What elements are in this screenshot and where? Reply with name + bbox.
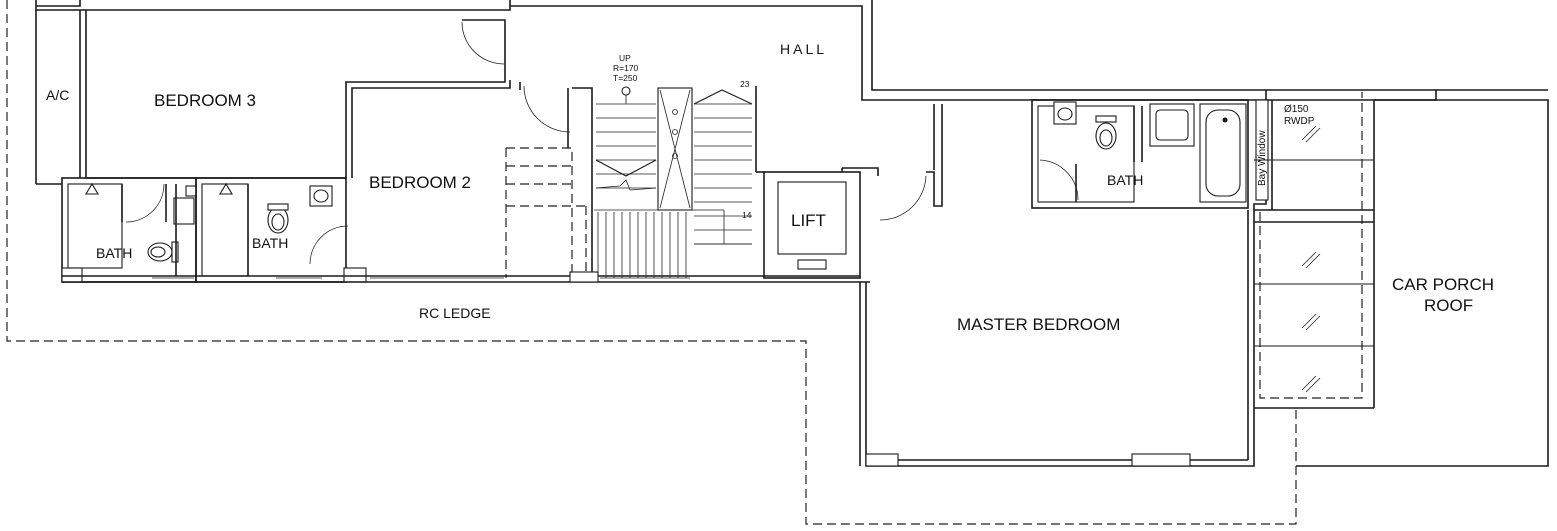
label-bath-left-2: BATH: [252, 235, 288, 251]
stair-arrow-up: [693, 89, 753, 105]
label-rwdp-size: Ø150: [1284, 104, 1309, 115]
label-bay-window: Bay Window: [1257, 130, 1268, 186]
bath-master: [1031, 99, 1269, 209]
label-hall: HALL: [780, 41, 827, 57]
car-porch-wall: [1296, 99, 1549, 467]
bath-left-2: [195, 177, 367, 283]
label-lift: LIFT: [791, 211, 826, 230]
label-car-porch: CAR PORCH: [1392, 275, 1494, 294]
label-stair-tread: T=250: [613, 73, 638, 83]
label-stair-step-bottom: 14: [742, 210, 752, 220]
stair-treads: [594, 103, 752, 278]
door-swing-icon: [1039, 159, 1079, 201]
label-bath-master: BATH: [1107, 172, 1143, 188]
door-swing-icon: [125, 183, 165, 223]
label-stair-step-top: 23: [740, 79, 750, 89]
label-master-bedroom: MASTER BEDROOM: [957, 315, 1120, 334]
door-swing-icon: [309, 225, 349, 265]
shower-icon: [85, 182, 99, 195]
lift-shaft: [763, 171, 861, 279]
hall-wall-top: [510, 5, 1437, 101]
roof-outline-dashed: [6, 0, 1297, 525]
ledge-dashed: [506, 147, 573, 278]
label-bath-left-1: BATH: [96, 245, 132, 261]
label-car-porch-roof: ROOF: [1424, 296, 1473, 315]
label-rwdp: RWDP: [1284, 116, 1315, 127]
top-wall: [35, 0, 511, 11]
glass-hatch-icon: [1301, 125, 1321, 393]
bedroom3-wall: [86, 19, 506, 179]
label-bedroom-2: BEDROOM 2: [369, 173, 471, 192]
door-swing-icon: [879, 175, 927, 221]
label-bedroom-3: BEDROOM 3: [154, 91, 256, 110]
door-swing-icon: [523, 85, 571, 133]
bath-left-1: [61, 177, 197, 283]
label-ac: A/C: [46, 87, 69, 103]
stair-wall-left: [572, 87, 593, 280]
label-rc-ledge: RC LEDGE: [419, 305, 491, 321]
basin-icon: [173, 197, 195, 225]
label-stair-up: UP: [619, 53, 631, 63]
door-swing-icon: [461, 21, 505, 65]
shower-icon: [219, 182, 233, 195]
stair-start-marker: [621, 86, 631, 96]
label-stair-riser: R=170: [613, 63, 639, 73]
car-porch-dashed: [1259, 92, 1363, 399]
